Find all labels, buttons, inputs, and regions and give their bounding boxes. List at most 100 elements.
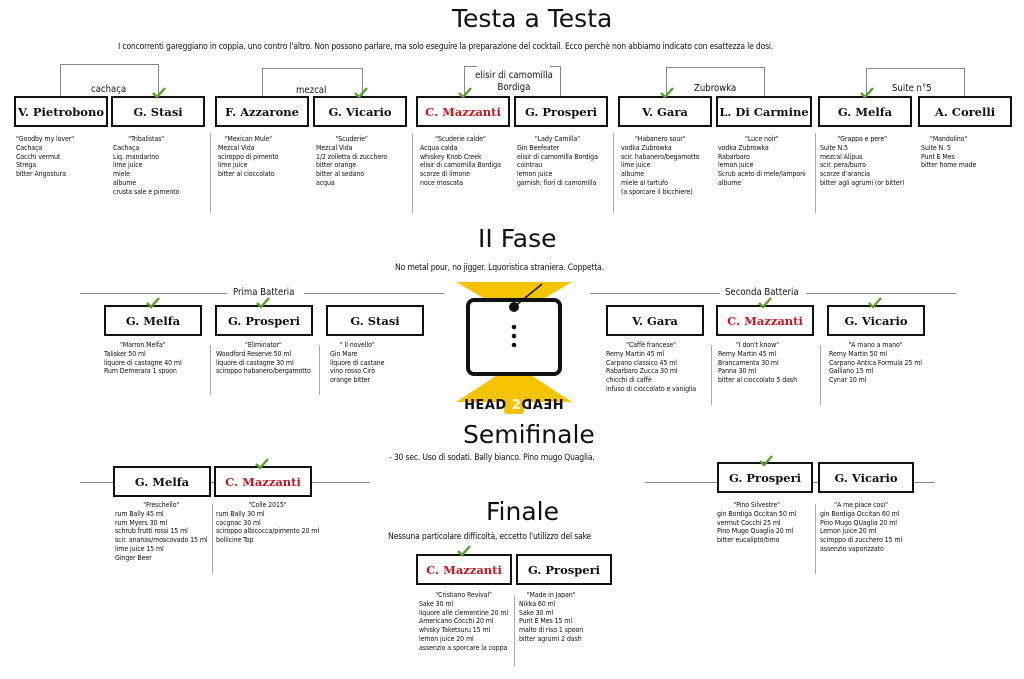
recipe-ingredient: Pino Mugo Quaglia 20 ml	[717, 527, 794, 536]
recipe-name: "Grappa e pere"	[837, 135, 887, 143]
recipe-name: "I don't know"	[736, 341, 779, 349]
recipe-ingredient: orange bitter	[330, 376, 371, 385]
winner-check-icon	[458, 87, 472, 99]
recipe-ingredient: scir. pera/burro	[820, 161, 867, 170]
recipe-ingredient: Remy Martin 50 ml	[829, 349, 888, 358]
recipe-ingredient: Panna 30 ml	[718, 367, 756, 376]
recipe-ingredient: Mezcal Vida	[218, 143, 255, 152]
recipe-ingredient: scir. ananas/moscovado 15 ml	[115, 536, 208, 545]
semi-box-prosperi: G. Prosperi	[717, 462, 813, 493]
winner-check-icon	[152, 87, 166, 99]
recipe-ingredient: Woodford Reserve 50 ml	[216, 349, 292, 358]
recipe-ingredient: scorze d'arancia	[820, 170, 870, 179]
recipe-ingredient: liquore alle clementine 20 ml	[419, 608, 509, 617]
winner-check-icon	[256, 297, 270, 309]
recipe-name: "Mandolino"	[930, 135, 968, 143]
recipe-ingredient: rum Bally 45 ml	[115, 509, 164, 518]
r2-box-vicario: G. Vicario	[827, 305, 925, 336]
recipe-ingredient: Cocchi vermut	[16, 152, 61, 161]
r2-separator	[820, 345, 821, 405]
winner-check-icon	[457, 545, 471, 557]
recipe-ingredient: lemon juice 20 ml	[419, 634, 474, 643]
recipe-ingredient: Suite N. 5	[921, 143, 951, 152]
recipe-name: "A mano a mano"	[848, 341, 903, 349]
recipe-name: "Eliminator"	[245, 341, 282, 349]
pair2-bracket	[262, 68, 362, 69]
recipe-ingredient: Brancamenta 30 ml	[718, 358, 779, 367]
recipe-ingredient: bitter al sedano	[316, 170, 365, 179]
round1-subtitle: I concorrenti gareggiano in coppia, uno …	[118, 41, 774, 52]
recipe-ingredient: bitter al cioccolato 5 dash	[718, 376, 797, 385]
recipe-name: "Scuderie calde"	[435, 135, 486, 143]
recipe-ingredient: whisky Taketsuru 15 ml	[419, 626, 491, 635]
recipe-ingredient: scorze di limone	[420, 170, 470, 179]
recipe-ingredient: Mezcal Vida	[316, 143, 353, 152]
prima-batteria-line-right	[304, 293, 444, 294]
pair1-bracket-left	[60, 64, 61, 96]
round1-title: Testa a Testa	[452, 4, 613, 33]
recipe-name: " Il novello"	[339, 341, 375, 349]
semi-box-melfa: G. Melfa	[113, 466, 211, 497]
r1-box-gara: V. Gara	[618, 96, 712, 127]
recipe-ingredient: miele al tartufo	[621, 178, 668, 187]
recipe-ingredient: liquore di castagne 40 ml	[104, 358, 182, 367]
recipe-name: "Tribalistas"	[128, 135, 165, 143]
winner-check-icon	[759, 455, 773, 467]
recipe-ingredient: Acqua calda	[420, 143, 458, 152]
recipe-ingredient: albume	[113, 178, 137, 187]
recipe-ingredient: Pino Mugo QUaglia 20 ml	[820, 518, 897, 527]
recipe-ingredient: vino rosso Cirò	[330, 367, 375, 376]
recipe-name: "Cristiano Revival"	[435, 591, 492, 599]
recipe-ingredient: sciroppo albicocca/pimento 20 ml	[216, 527, 319, 536]
semi-recipe-2: "Pino Silvestre"gin Bordiga Occitan 50 m…	[717, 501, 796, 545]
head2head-logo	[456, 282, 572, 414]
r1-box-corelli: A. Corelli	[918, 96, 1012, 127]
recipe-ingredient: Sake 30 ml	[519, 608, 554, 617]
recipe-ingredient: lime juice 15 ml	[115, 544, 164, 553]
pair3-label: elisir di camomilla Bordiga	[475, 70, 553, 93]
recipe-ingredient: Lemon juice 20 ml	[820, 527, 877, 536]
r1-box-stasi: G. Stasi	[111, 96, 205, 127]
recipe-name: "Freschello"	[143, 501, 180, 509]
recipe-ingredient: assenzio vaporizzato	[820, 544, 884, 553]
r2-box-gara: V. Gara	[606, 305, 704, 336]
recipe-ingredient: Remy Martin 45 ml	[718, 349, 777, 358]
recipe-ingredient: bitter orange	[316, 161, 357, 170]
pair3-bracket-a	[464, 66, 477, 67]
recipe-ingredient: Scrub aceto di mele/lamponi	[718, 170, 806, 179]
recipe-ingredient: bitter agli agrumi (or bitter)	[820, 178, 905, 187]
r2-box-stasi: G. Stasi	[326, 305, 424, 336]
recipe-name: "Luce noir"	[745, 135, 779, 143]
recipe-ingredient: Rum Demerara 1 spoon	[104, 367, 177, 376]
recipe-ingredient: miele	[113, 170, 130, 179]
pair3-bracket-b	[550, 66, 561, 67]
recipe-ingredient: cocgnac 30 ml	[216, 518, 261, 527]
winner-check-icon	[860, 87, 874, 99]
r1-box-prosperi: G. Prosperi	[514, 96, 608, 127]
seconda-batteria-line-right	[806, 293, 956, 294]
recipe-ingredient: Carpano classico 45 ml	[606, 358, 677, 367]
recipe-ingredient: Rabarbaro Zucca 30 ml	[606, 367, 678, 376]
recipe-ingredient: Cynar 10 ml	[829, 376, 867, 385]
pair1-bracket	[60, 64, 158, 65]
recipe-ingredient: Cachaça	[16, 143, 43, 152]
r2-separator	[210, 345, 211, 395]
r1-box-pietrobono: V. Pietrobono	[14, 96, 108, 127]
semifinal-title: Semifinale	[463, 420, 595, 449]
recipe-ingredient: Remy Martin 45 ml	[606, 349, 665, 358]
recipe-ingredient: liquore di castagne 30 ml	[216, 358, 294, 367]
pair2-label: mezcal	[296, 85, 327, 96]
round2-subtitle: No metal pour, no jigger. Lquoristica st…	[395, 262, 604, 273]
recipe-ingredient: elisir di camomilla Bordiga	[420, 161, 501, 170]
recipe-ingredient: acqua	[316, 178, 335, 187]
recipe-ingredient: sciroppo di zucchero 15 ml	[820, 536, 903, 545]
recipe-name: "Marron Melfa"	[120, 341, 166, 349]
recipe-ingredient: bollicine Top	[216, 536, 254, 545]
